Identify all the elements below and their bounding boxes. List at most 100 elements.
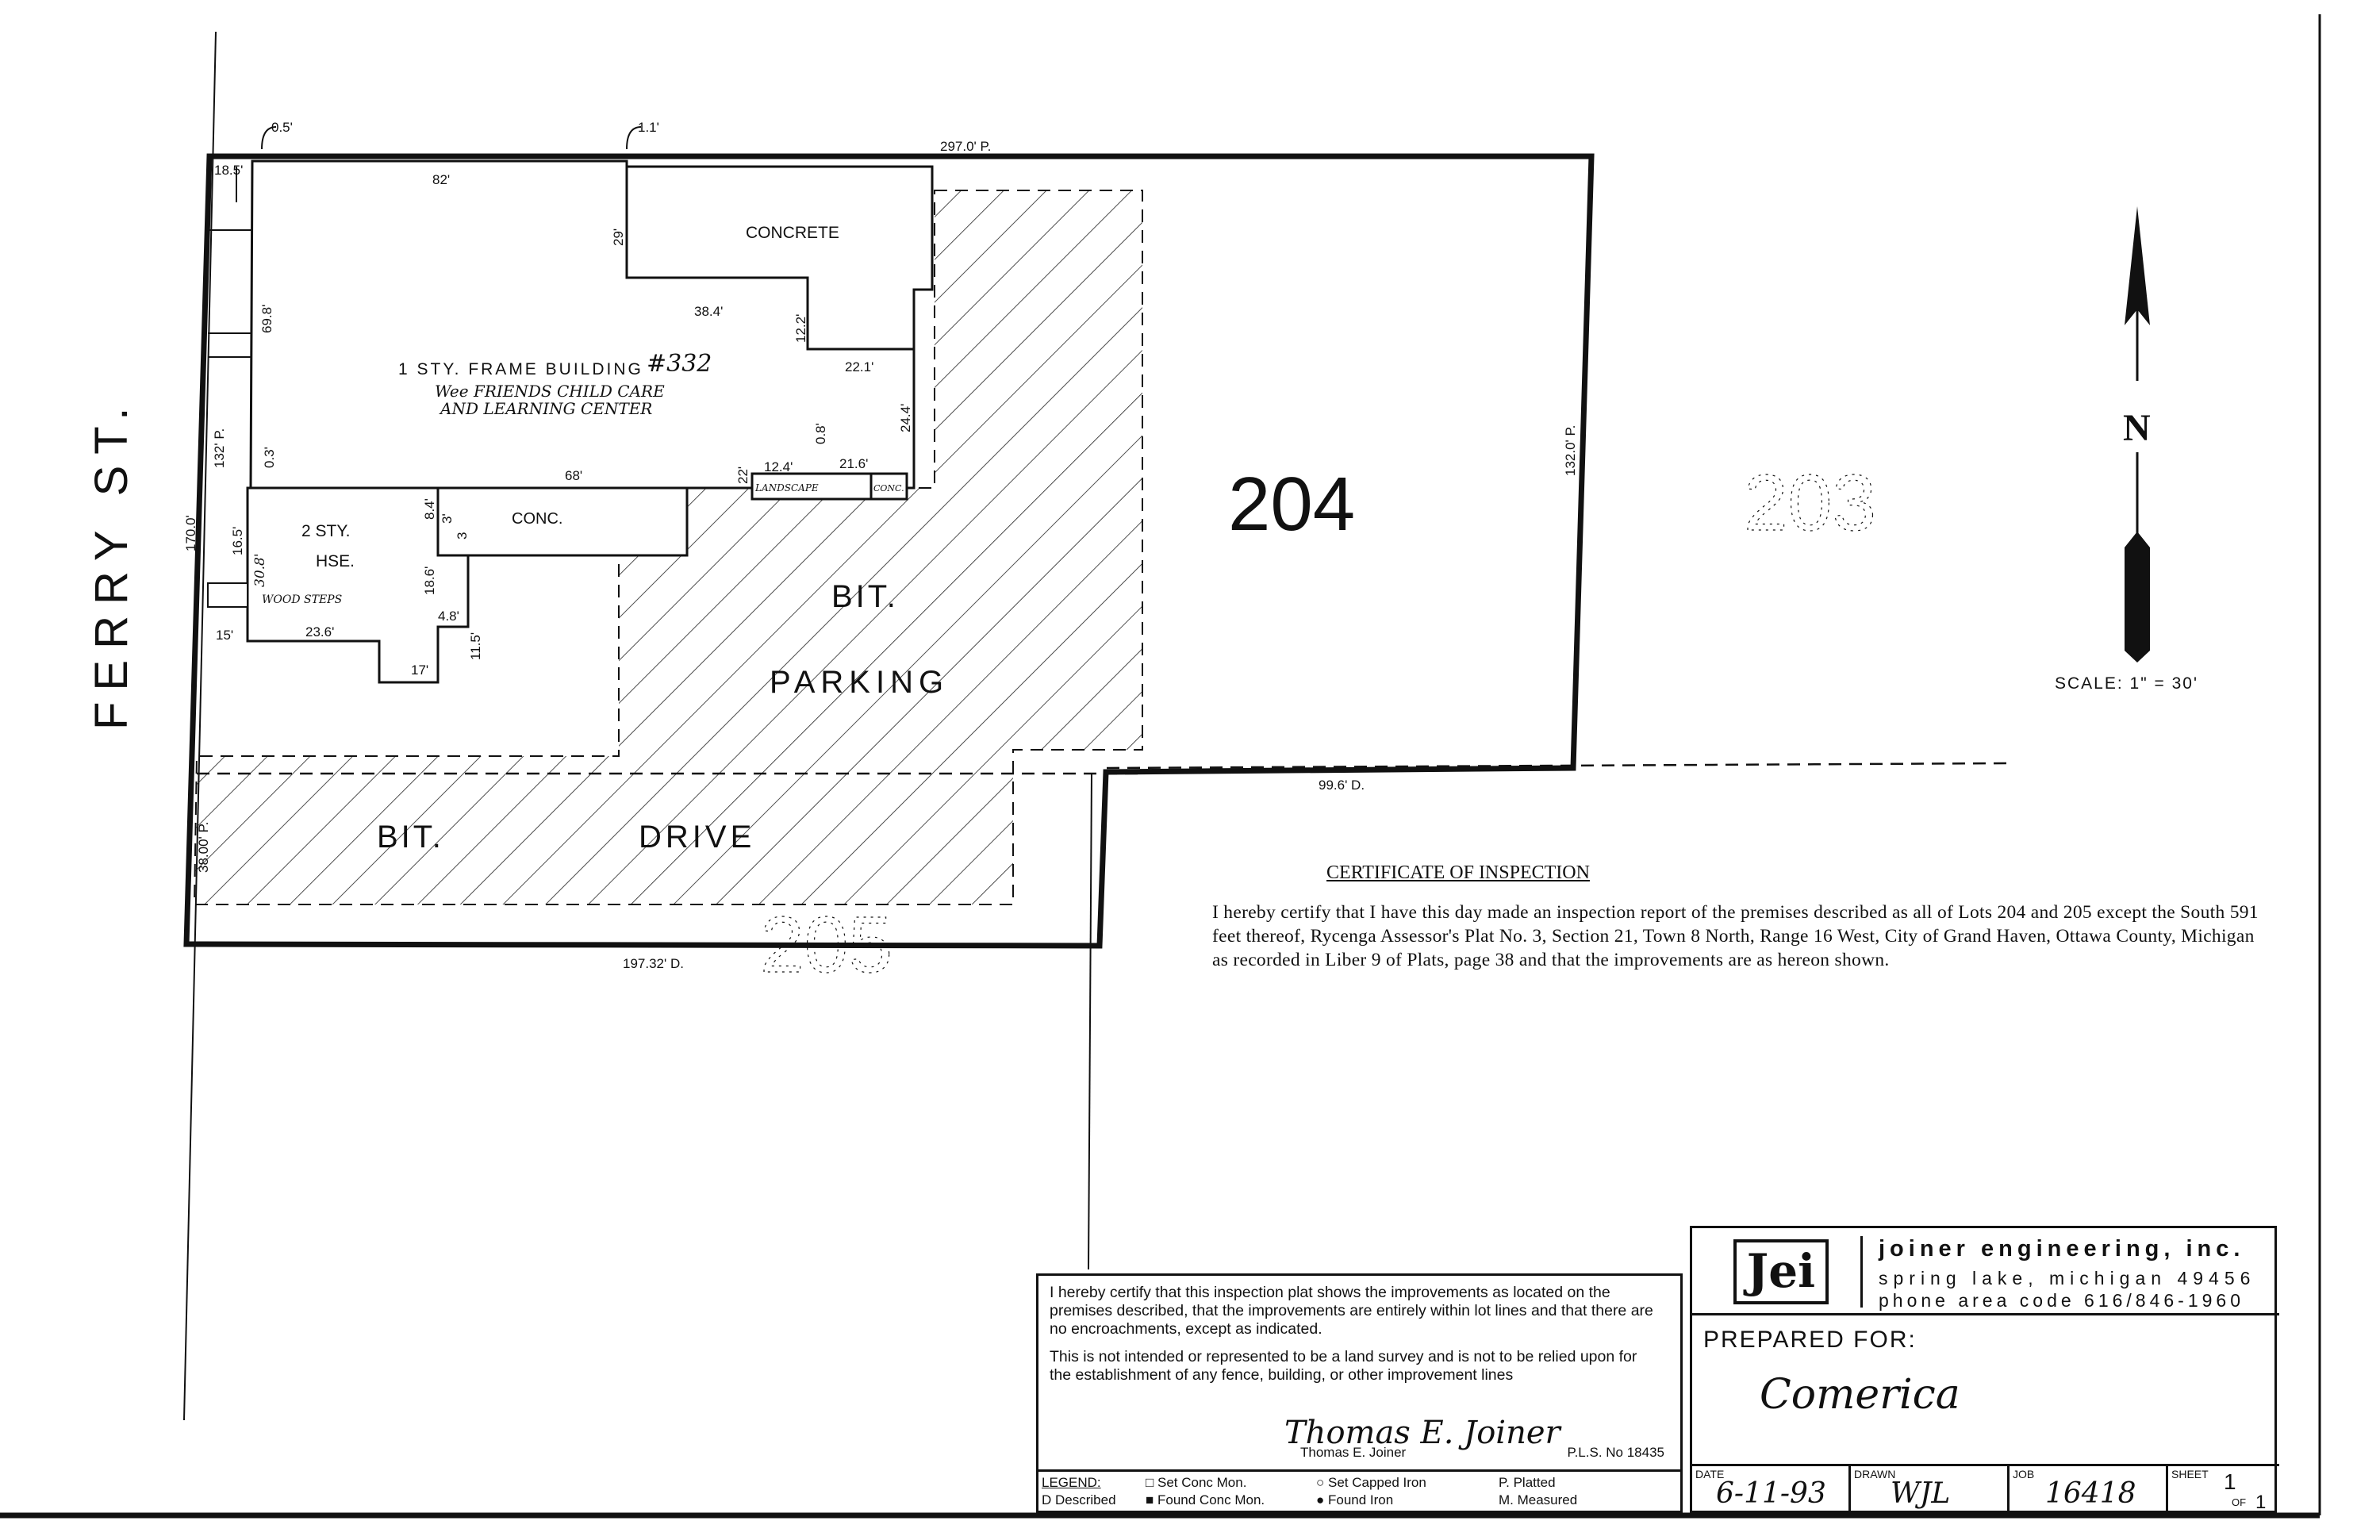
dim-0-8: 0.8'	[813, 423, 828, 444]
concrete-label: CONCRETE	[746, 224, 839, 242]
lot-line-south	[1088, 773, 1092, 1270]
dim-8-4: 8.4'	[422, 498, 437, 520]
dim-12-4: 12.4'	[764, 459, 793, 474]
legend-title: LEGEND:	[1042, 1475, 1101, 1490]
disclaimer-box: I hereby certify that this inspection pl…	[1036, 1273, 1683, 1472]
dim-4-8: 4.8'	[438, 609, 459, 624]
bit-label: BIT.	[831, 579, 899, 614]
concrete-pad	[625, 165, 934, 351]
lot-205-label: 205	[760, 901, 892, 989]
conc-label: CONC.	[512, 510, 562, 528]
house-label-1: 2 STY.	[301, 522, 350, 540]
job-label: JOB	[2013, 1468, 2035, 1480]
small-concrete	[869, 472, 908, 501]
dim-22-1: 22.1'	[845, 359, 873, 374]
firm-block: Jei joiner engineering, inc. spring lake…	[1692, 1228, 2279, 1315]
disclaimer-para-2: This is not intended or represented to b…	[1050, 1348, 1637, 1384]
dim-68: 68'	[565, 468, 582, 483]
dim-16-5: 16.5'	[230, 527, 245, 555]
drive-label: DRIVE	[639, 820, 755, 854]
dim-197: 197.32' D.	[623, 956, 684, 971]
dim-38-4: 38.4'	[694, 304, 723, 319]
offset-arrow-mid	[626, 126, 642, 150]
license-number: P.L.S. No 18435	[1567, 1445, 1664, 1460]
dim-132-right: 132.0' P.	[1563, 425, 1578, 476]
dim-30-8: 30.8'	[252, 553, 268, 587]
legend-set-iron: ○ Set Capped Iron	[1316, 1475, 1426, 1490]
dim-north-line: 297.0' P.	[940, 139, 991, 154]
property-boundary	[183, 153, 1595, 949]
scale-label: SCALE: 1" = 30'	[2055, 674, 2198, 693]
disclaimer-para-1: I hereby certify that this inspection pl…	[1050, 1284, 1653, 1338]
landscape-label: LANDSCAPE	[754, 482, 819, 493]
north-arrow-tail	[2125, 532, 2150, 662]
legend: LEGEND: D Described □ Set Conc Mon. ■ Fo…	[1036, 1472, 1683, 1513]
date-cell: DATE 6-11-93	[1692, 1466, 1851, 1515]
certificate-title: CERTIFICATE OF INSPECTION	[1326, 862, 1590, 883]
of-value: 1	[2255, 1492, 2267, 1513]
bit-drive-label: BIT.	[377, 820, 444, 854]
lot-line-203	[1106, 762, 2008, 770]
client-name: Comerica	[1760, 1371, 1960, 1419]
north-arrow-head	[2125, 206, 2150, 325]
dim-0-3: 0.3'	[262, 447, 277, 468]
title-block: Jei joiner engineering, inc. spring lake…	[1690, 1226, 2279, 1515]
prepared-for-label: PREPARED FOR:	[1703, 1327, 1917, 1353]
wood-steps-label: WOOD STEPS	[262, 593, 342, 606]
dim-23-6: 23.6'	[305, 624, 334, 639]
dim-3b: 3	[455, 532, 470, 540]
lot-203-label: 203	[1744, 459, 1876, 547]
drawn-value: WJL	[1891, 1477, 1951, 1510]
legend-found-conc: ■ Found Conc Mon.	[1146, 1492, 1265, 1507]
dim-15: 15'	[216, 628, 233, 643]
house-label-2: HSE.	[316, 552, 355, 570]
logo-divider	[1860, 1236, 1863, 1308]
porch-concrete	[436, 486, 689, 557]
dim-18-5: 18.5'	[214, 163, 243, 178]
date-label: DATE	[1695, 1468, 1725, 1480]
building-number: #332	[647, 350, 712, 378]
firm-logo: Jei	[1733, 1239, 1829, 1304]
date-value: 6-11-93	[1716, 1477, 1826, 1510]
certificate-body: I hereby certify that I have this day ma…	[1212, 902, 2259, 970]
dim-17: 17'	[411, 662, 428, 678]
title-block-info-row: DATE 6-11-93 DRAWN WJL JOB 16418 SHEET 1…	[1692, 1464, 2279, 1515]
dim-3a: 3'	[440, 513, 455, 524]
dim-99-6: 99.6' D.	[1319, 778, 1365, 793]
occupant-line-2: AND LEARNING CENTER	[439, 399, 652, 418]
dim-132p: 132' P.	[212, 428, 227, 468]
dim-82: 82'	[432, 172, 450, 187]
firm-address: spring lake, michigan 49456	[1879, 1268, 2256, 1288]
firm-phone: phone area code 616/846-1960	[1879, 1290, 2245, 1311]
drawn-label: DRAWN	[1854, 1468, 1896, 1480]
firm-name: joiner engineering, inc.	[1879, 1236, 2245, 1262]
dim-21-6: 21.6'	[839, 456, 868, 471]
dim-69-8: 69.8'	[259, 305, 274, 333]
job-cell: JOB 16418	[2010, 1466, 2168, 1515]
sheet-value: 1	[2224, 1469, 2236, 1494]
legend-set-conc: □ Set Conc Mon.	[1146, 1475, 1247, 1490]
sheet-cell: SHEET 1 OF 1	[2168, 1466, 2274, 1515]
parking-label: PARKING	[770, 665, 949, 700]
of-label: OF	[2232, 1496, 2247, 1508]
landscape-area	[750, 472, 873, 501]
dim-12-2: 12.2'	[793, 314, 808, 343]
signature: Thomas E. Joiner	[1284, 1415, 1560, 1451]
legend-measured: M. Measured	[1499, 1492, 1578, 1507]
wood-steps	[207, 582, 248, 608]
dim-offset-left: 0.5'	[271, 120, 293, 135]
certificate-block: CERTIFICATE OF INSPECTION I hereby certi…	[1212, 861, 2267, 972]
dim-24-4: 24.4'	[898, 404, 913, 432]
dim-38p: 38.00' P.	[196, 822, 211, 873]
dim-18-6: 18.6'	[422, 566, 437, 595]
street-line	[183, 31, 217, 1421]
drawn-cell: DRAWN WJL	[1851, 1466, 2010, 1515]
offset-arrow-left	[261, 126, 277, 150]
legend-found-iron: ● Found Iron	[1316, 1492, 1394, 1507]
occupant-line-1: Wee FRIENDS CHILD CARE	[435, 382, 665, 401]
lot-204-label: 204	[1228, 462, 1355, 547]
dim-29: 29'	[611, 229, 626, 246]
sheet-label: SHEET	[2171, 1468, 2209, 1480]
job-value: 16418	[2045, 1477, 2136, 1510]
